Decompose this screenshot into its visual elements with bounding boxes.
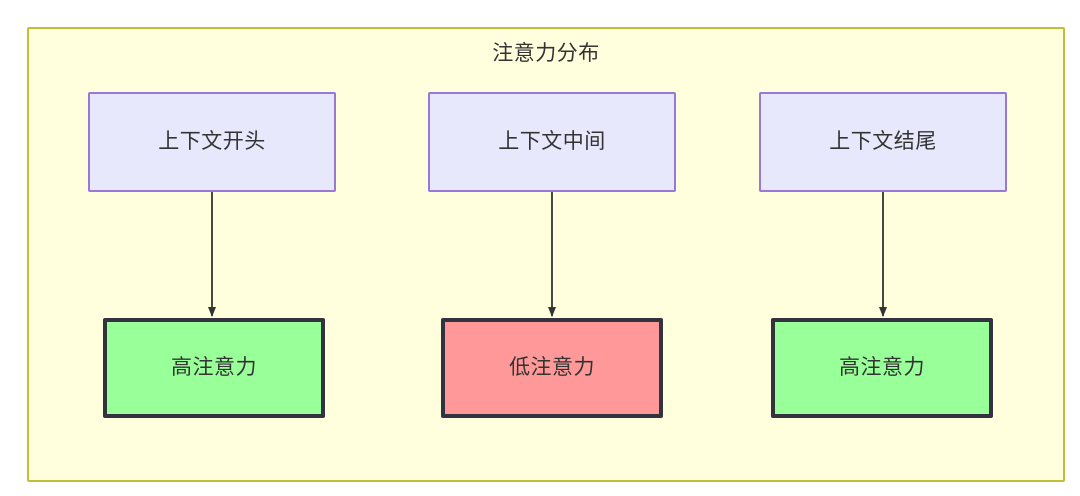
node-label: 上下文中间 (498, 130, 606, 153)
node-context-middle[interactable]: 上下文中间 (428, 92, 676, 192)
node-label: 高注意力 (839, 356, 925, 379)
node-attention-low-middle[interactable]: 低注意力 (441, 318, 663, 418)
node-attention-high-end[interactable]: 高注意力 (771, 318, 993, 418)
node-label: 上下文开头 (158, 130, 266, 153)
node-context-end[interactable]: 上下文结尾 (759, 92, 1007, 192)
subgraph-title: 注意力分布 (492, 42, 600, 65)
node-context-start[interactable]: 上下文开头 (88, 92, 336, 192)
node-label: 上下文结尾 (829, 130, 937, 153)
node-attention-high-start[interactable]: 高注意力 (103, 318, 325, 418)
node-label: 高注意力 (171, 356, 257, 379)
node-label: 低注意力 (509, 356, 595, 379)
